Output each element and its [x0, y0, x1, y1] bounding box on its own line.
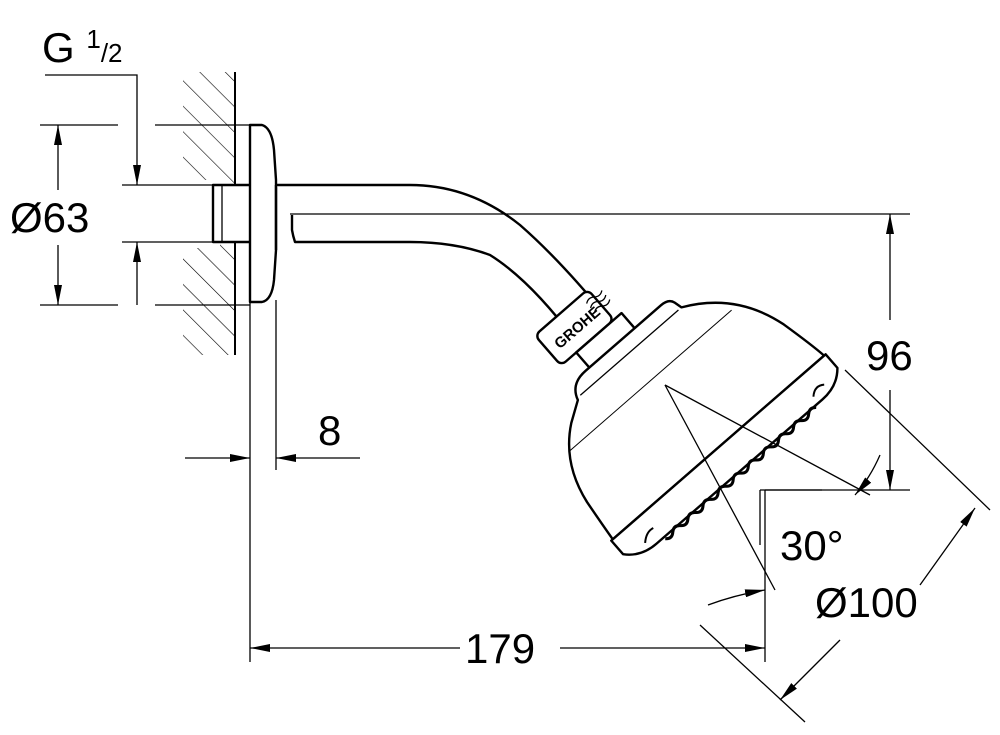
threaded-nipple — [211, 183, 253, 244]
shower-arm — [274, 183, 607, 342]
height-dimension — [765, 214, 910, 491]
spray-angle-label: 30° — [780, 522, 844, 569]
head-diameter-label: Ø100 — [815, 579, 918, 626]
projection-dimension — [250, 490, 766, 662]
wall-flange — [248, 123, 278, 304]
flange-diameter-dimension — [40, 124, 250, 306]
wall-gap-label: 8 — [318, 407, 342, 454]
flange-diameter-label: Ø63 — [10, 194, 90, 241]
projection-label: 179 — [465, 625, 536, 672]
thread-dimension — [45, 74, 213, 305]
wall-gap-dimension — [185, 300, 360, 662]
shower-head: GROHE — [536, 290, 839, 556]
height-drop-label: 96 — [866, 332, 913, 379]
thread-size-label: G 1/2 — [42, 24, 123, 71]
head-diameter-dimension — [699, 369, 991, 723]
